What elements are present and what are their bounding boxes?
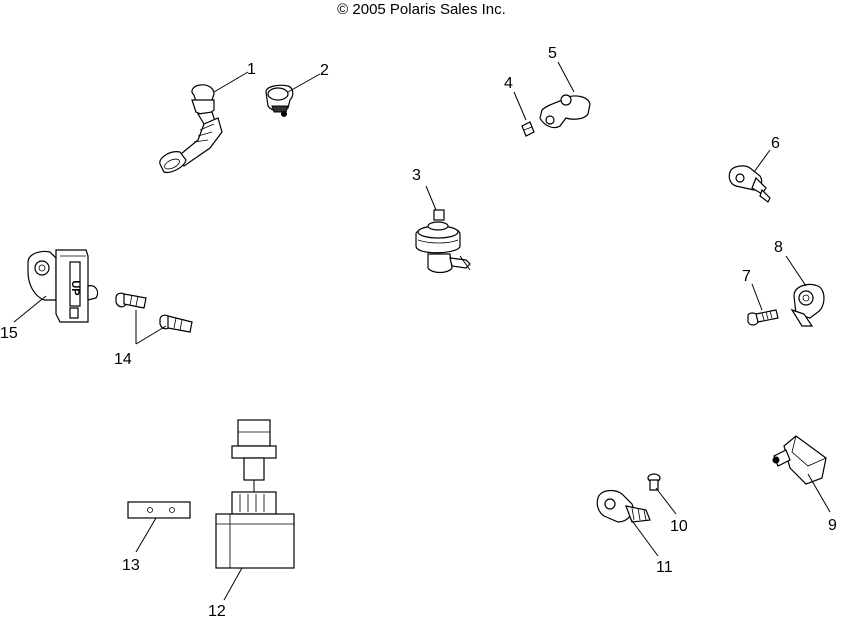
part-9-map-sensor bbox=[772, 435, 831, 513]
part-2-pressure-switch bbox=[265, 73, 321, 117]
part-7-bolt bbox=[747, 283, 779, 326]
part-6-temperature-sensor bbox=[728, 149, 771, 203]
callout-14: 14 bbox=[114, 351, 132, 368]
up-marking: UP bbox=[69, 280, 81, 295]
part-5-sensor-bracket bbox=[539, 61, 591, 129]
part-4-screw bbox=[513, 91, 535, 137]
callout-15: 15 bbox=[0, 325, 18, 342]
part-8-knock-sensor bbox=[785, 255, 825, 327]
part-11-speed-sensor bbox=[596, 489, 659, 557]
callout-8: 8 bbox=[774, 239, 783, 256]
callout-7: 7 bbox=[742, 268, 751, 285]
part-14-bolts bbox=[115, 292, 193, 345]
callout-12: 12 bbox=[208, 603, 226, 617]
callout-10: 10 bbox=[670, 518, 688, 535]
callout-11: 11 bbox=[656, 559, 673, 576]
callout-1: 1 bbox=[247, 61, 256, 78]
callout-13: 13 bbox=[122, 557, 140, 574]
part-13-mounting-plate bbox=[127, 501, 191, 553]
callout-3: 3 bbox=[412, 167, 421, 184]
callout-9: 9 bbox=[828, 517, 837, 534]
part-10-screw bbox=[647, 473, 677, 515]
callout-2: 2 bbox=[320, 62, 329, 79]
callout-4: 4 bbox=[504, 75, 513, 92]
callout-5: 5 bbox=[548, 45, 557, 62]
part-15-tipover-sensor: UP bbox=[13, 249, 99, 323]
callout-6: 6 bbox=[771, 135, 780, 152]
part-12-connector-module bbox=[215, 419, 295, 601]
part-1-elbow-sensor bbox=[159, 71, 249, 173]
part-3-pressure-regulator bbox=[415, 185, 471, 274]
copyright-notice: © 2005 Polaris Sales Inc. bbox=[337, 1, 506, 18]
